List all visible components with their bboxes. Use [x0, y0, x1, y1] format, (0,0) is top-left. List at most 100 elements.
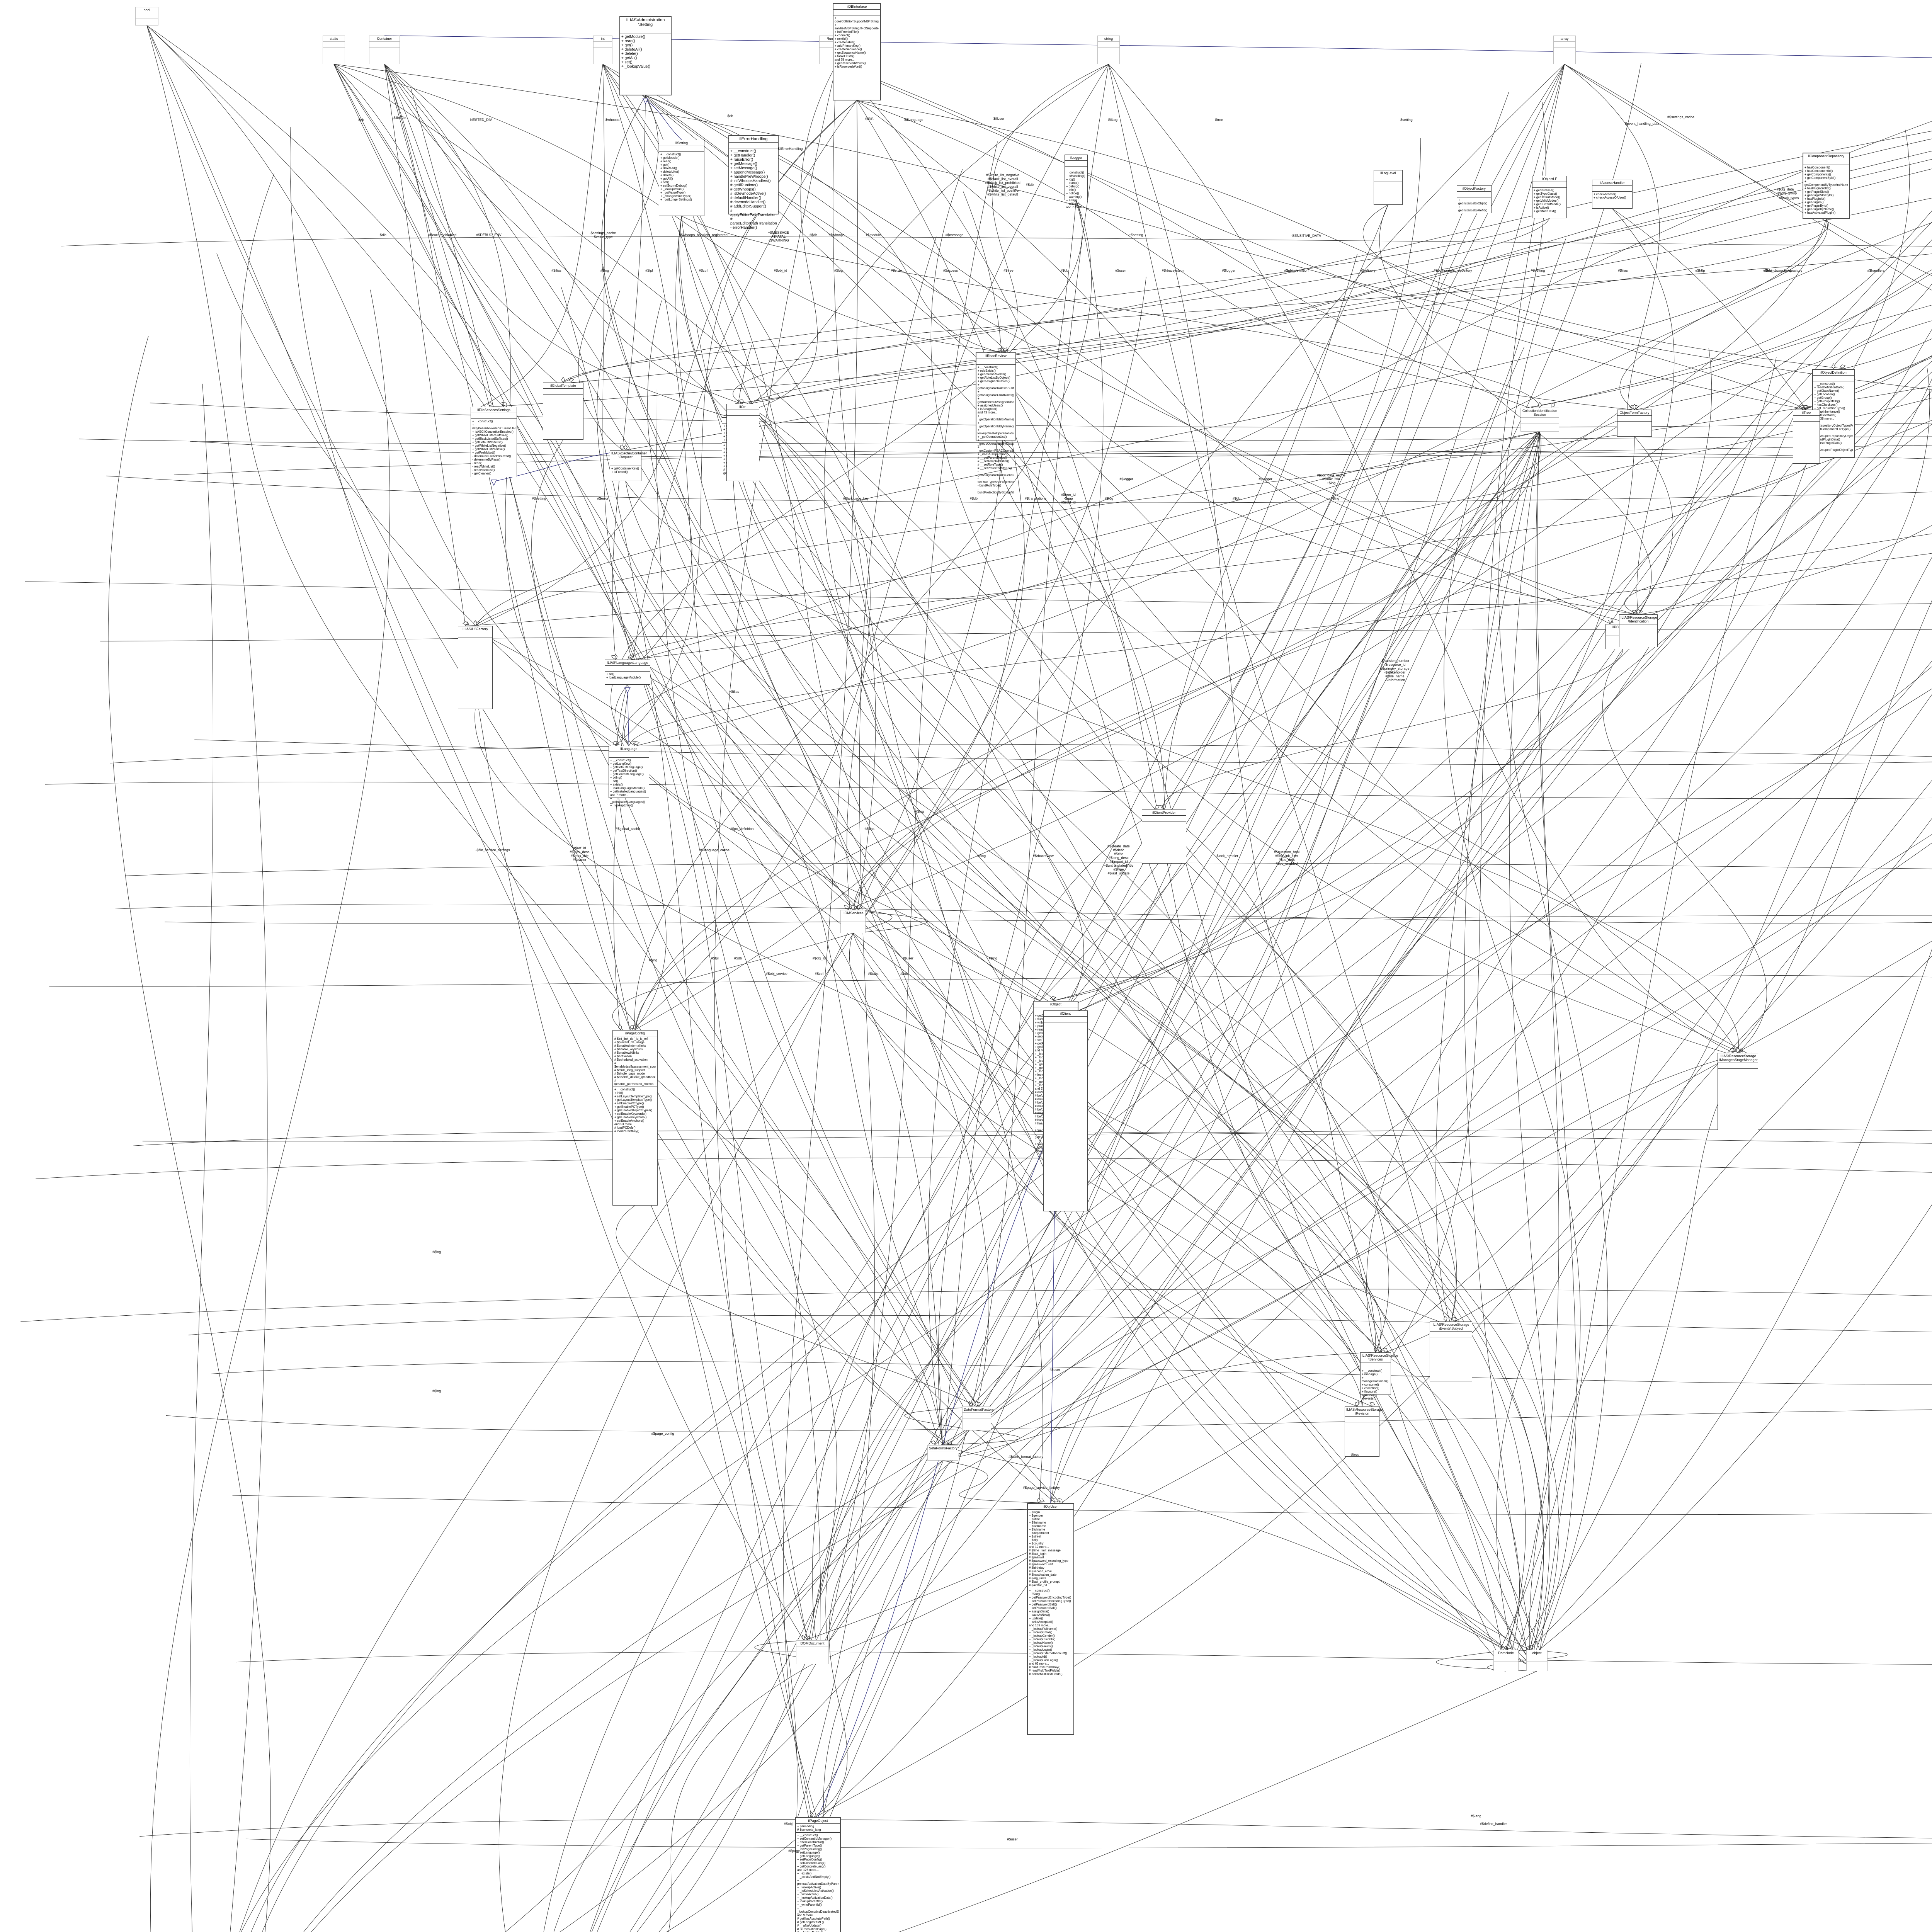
class-box[interactable]: ilClient — [1043, 1010, 1088, 1211]
class-box[interactable]: ILIAS\Administration \Setting+ getModule… — [619, 16, 672, 95]
edge-label: $ilUser — [993, 117, 1005, 121]
operation-row: - determineByPass() — [472, 458, 500, 461]
operation-row: + getComponentByTypeAndName() — [1804, 180, 1848, 187]
class-box[interactable]: ilTree — [1793, 410, 1820, 464]
edge — [942, 1352, 1371, 1461]
class-attributes — [1345, 1417, 1379, 1422]
class-box[interactable]: CollectionIdentification Session — [1520, 408, 1559, 432]
class-box[interactable]: ilDBInterface+ doesCollationSupportMB4St… — [833, 3, 881, 100]
class-name: static — [323, 36, 345, 42]
edge — [805, 694, 1932, 1641]
operation-row: # readPluginData() — [1814, 438, 1840, 441]
class-operations: + __construct()+ manage()+ manageContain… — [1361, 1368, 1391, 1401]
operation-row: + hasPluginSlotId() — [1804, 187, 1831, 190]
class-box[interactable]: ilComponentRepository+ hasComponent()+ h… — [1803, 153, 1850, 219]
class-box[interactable]: ILIAS\Language\Language+ txt()+ loadLang… — [605, 660, 650, 685]
operation-row: # getIlRuntime() — [730, 183, 758, 187]
operation-row: + dump() — [1066, 181, 1079, 185]
edge-label: #$log — [432, 1250, 441, 1254]
operation-row: + _lookupName() — [1029, 1641, 1053, 1645]
attribute-row: # $scheduled_activation — [614, 1058, 648, 1061]
class-box[interactable]: ObjectFormFactory — [1617, 410, 1652, 437]
class-box[interactable]: ilLogger+ __construct()+ isHandling()+ l… — [1065, 155, 1088, 209]
class-box[interactable]: LOMServices — [840, 910, 866, 933]
edge — [146, 25, 950, 1446]
operation-row: + __construct() — [797, 1833, 818, 1837]
operation-row: + _lookupFields() — [1029, 1645, 1053, 1648]
class-box[interactable]: bool — [135, 7, 158, 26]
operation-row: + _writeParentId() — [797, 1903, 822, 1906]
edge-label: #$whoops — [828, 233, 845, 237]
class-box[interactable]: ILIAS\ResourceStorage \Revision — [1345, 1406, 1383, 1457]
edge-label: #$lng — [915, 810, 924, 813]
edge — [251, 348, 1712, 1932]
attribute-row: # $passwd — [1029, 1556, 1044, 1559]
class-box[interactable]: SetaFormsFactory — [927, 1445, 958, 1461]
edge-label: #$setting — [1531, 269, 1545, 272]
edge — [384, 64, 804, 1641]
class-name: object — [1527, 1650, 1547, 1656]
attribute-row: # $enable_permission_checks — [614, 1079, 653, 1086]
class-box[interactable]: ilSetting+ __construct()+ getModule()+ r… — [659, 140, 704, 216]
edge-label: #$obj_group — [1777, 191, 1797, 195]
edge — [812, 407, 1554, 1665]
class-box[interactable]: ilErrorHandling+ __construct()+ getHandl… — [728, 135, 779, 230]
operation-row: + deleteAll() — [621, 48, 642, 52]
operation-row: + _getCustomRBACOperationId() — [978, 446, 1014, 452]
class-box[interactable]: ilClientProvider — [1142, 810, 1186, 864]
class-box[interactable]: array — [1553, 36, 1576, 64]
class-box[interactable]: ilFileServicesSettings+ __construct()+ i… — [471, 407, 517, 477]
class-operations — [727, 416, 759, 481]
class-box[interactable]: ilObjUser+ $login+ $gender+ $utitle+ $fi… — [1027, 1503, 1074, 1735]
class-box[interactable]: DOMDocument — [796, 1640, 829, 1664]
class-operations — [1044, 1022, 1087, 1211]
class-box[interactable]: DomNode — [1493, 1650, 1519, 1671]
class-box[interactable]: ilPageConfig# $int_link_def_id_is_ref# $… — [612, 1030, 658, 1206]
class-box[interactable]: ilCtrl — [726, 404, 759, 481]
class-box[interactable]: ilGlobalTemplate — [543, 383, 583, 440]
class-box[interactable]: ILIAS\ResourceStorage \Services+ __const… — [1360, 1352, 1398, 1400]
class-box[interactable]: ilLanguage+ __construct()+ getLangKey()+… — [609, 746, 649, 807]
class-box[interactable]: static — [323, 36, 345, 64]
edge — [1634, 304, 1932, 410]
class-box[interactable]: object — [1526, 1650, 1548, 1671]
class-box[interactable]: Container — [369, 36, 400, 64]
class-box[interactable]: ilLogLevel — [1374, 170, 1403, 205]
operation-row: + getDefaultWhitelist() — [472, 440, 503, 444]
class-box[interactable]: ILIAS\ResourceStorage \Identification — [1619, 614, 1658, 647]
attribute-row: # $inactivation_date — [1029, 1573, 1057, 1577]
class-box[interactable]: ilRbacReview+ __construct()+ roleExists(… — [976, 352, 1016, 494]
class-name: ilFileServicesSettings — [471, 407, 517, 413]
class-box[interactable]: int — [593, 36, 612, 64]
operation-row: + getAssignableChildRoles() — [978, 390, 1014, 397]
class-attributes — [1457, 192, 1491, 197]
operation-row: + _getOperationIdsByName() — [978, 414, 1014, 421]
operation-row: + info() — [1066, 188, 1076, 192]
aggregation-diamond — [810, 1811, 814, 1818]
edge — [333, 64, 1372, 1407]
operation-row: + getAssignableRoles() — [978, 379, 1010, 383]
class-box[interactable]: ilObjectFactory+ getInstanceByObjId()+ g… — [1457, 185, 1492, 213]
class-operations — [323, 48, 345, 64]
class-box[interactable]: ILIAS\Cache\Container \Request+ getConta… — [610, 450, 647, 481]
aggregation-diamond — [851, 904, 855, 910]
operation-row: + __construct() — [978, 366, 998, 369]
class-box[interactable]: ilObjectLP+ getInstance()+ getTypeClass(… — [1532, 176, 1567, 218]
class-attributes — [1361, 1362, 1391, 1368]
inheritance-arrow — [624, 687, 631, 694]
class-operations — [458, 638, 492, 709]
operation-row: # __afterUpdate() — [797, 1924, 821, 1927]
class-box[interactable]: DateFormatFactory — [962, 1406, 994, 1430]
attribute-row: # $password_encoding_type — [1029, 1559, 1068, 1563]
class-box[interactable]: ilAccessHandler+ checkAccess()+ checkAcc… — [1592, 180, 1633, 209]
operation-row: + _getValueType() — [660, 191, 686, 194]
class-attributes — [1554, 42, 1575, 48]
class-box[interactable]: ILIAS\UI\Factory — [458, 626, 493, 709]
class-box[interactable]: ILIAS\ResourceStorage \Events\Subject — [1430, 1321, 1472, 1381]
edge-label: #$page_config — [651, 1432, 674, 1435]
class-box[interactable]: ilPageObject+ $encoding# $concrete_lang+… — [795, 1817, 841, 1932]
class-box[interactable]: ILIAS\ResourceStorage \Manager\StageMana… — [1718, 1053, 1758, 1130]
class-box[interactable]: string — [1097, 36, 1120, 64]
operation-row: and 7 more... — [610, 793, 629, 797]
edge — [853, 933, 1509, 1650]
